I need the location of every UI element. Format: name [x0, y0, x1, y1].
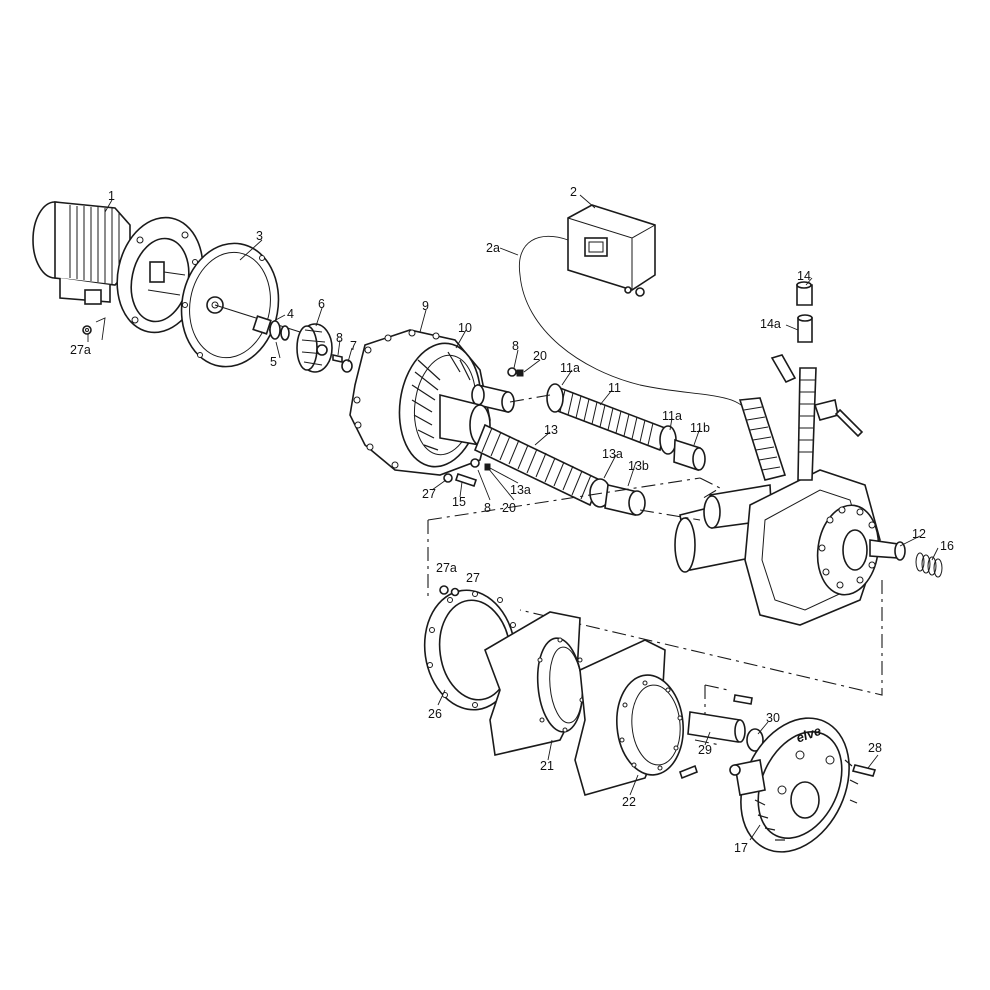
shaft-29: [687, 694, 764, 752]
label-9: 9: [422, 299, 429, 313]
label-27a-gasket: 27a: [436, 561, 457, 575]
label-29: 29: [698, 743, 712, 757]
shaft-parts: [214, 304, 301, 341]
label-11: 11: [608, 381, 621, 395]
axis-line-7: [704, 684, 729, 691]
label-21: 21: [540, 759, 554, 773]
label-2: 2: [570, 185, 577, 199]
insulation-plate: [484, 611, 585, 756]
screw-22: [679, 764, 698, 780]
label-30: 30: [766, 711, 780, 725]
label-12: 12: [912, 527, 926, 541]
label-13: 13: [544, 423, 558, 437]
label-15: 15: [452, 495, 466, 509]
label-13a-left: 13a: [510, 483, 531, 497]
motor: [32, 201, 131, 305]
label-1: 1: [108, 189, 115, 203]
label-28: 28: [868, 741, 882, 755]
flex-hose-upper: [546, 383, 706, 472]
label-27a-motor: 27a: [70, 343, 91, 357]
nozzle-fittings: [770, 281, 864, 481]
label-2a: 2a: [486, 241, 500, 255]
label-14: 14: [797, 269, 811, 283]
callout-labels: 1 2 2a 3 4 5 6 7 8 9 10 8 20 11a 11 11a …: [70, 185, 954, 855]
label-6: 6: [318, 297, 325, 311]
control-box: [567, 204, 656, 297]
label-11b: 11b: [690, 421, 710, 435]
label-5: 5: [270, 355, 277, 369]
axis-line-3: [699, 477, 722, 501]
nuts-27: [82, 325, 460, 597]
fan-wheel: [296, 323, 333, 373]
housing-screws: [443, 367, 524, 488]
label-20-upper: 20: [533, 349, 547, 363]
air-housing: [398, 342, 515, 468]
label-27-housing: 27: [422, 487, 436, 501]
axis-line-8: [694, 739, 721, 746]
label-4: 4: [287, 307, 294, 321]
label-14a: 14a: [760, 317, 781, 331]
label-13a-right: 13a: [602, 447, 623, 461]
label-13b: 13b: [628, 459, 649, 473]
label-11a-left: 11a: [560, 361, 580, 375]
screw-28: [851, 764, 877, 777]
label-27-gasket: 27: [466, 571, 480, 585]
label-20-lower: 20: [502, 501, 516, 515]
spring: [915, 552, 943, 578]
cable: [518, 235, 751, 421]
label-17: 17: [734, 841, 748, 855]
label-26: 26: [428, 707, 442, 721]
label-8-housing: 8: [512, 339, 519, 353]
leader-lines: [87, 194, 939, 841]
axis-line-5: [519, 580, 883, 696]
cable-conduit: [738, 397, 787, 481]
label-7: 7: [350, 339, 357, 353]
label-11a-right: 11a: [662, 409, 682, 423]
axis-line-2: [427, 477, 701, 521]
flex-hose-lower: [473, 423, 646, 516]
label-16: 16: [940, 539, 954, 553]
gasket-22: [574, 639, 684, 796]
label-22: 22: [622, 795, 636, 809]
axis-line-4: [639, 509, 701, 521]
label-8-lower: 8: [484, 501, 491, 515]
label-10: 10: [458, 321, 472, 335]
label-8-fan: 8: [336, 331, 343, 345]
gasket-plate: [423, 589, 518, 711]
burner-head: [674, 469, 906, 626]
front-flange: elve: [729, 717, 859, 853]
screw-and-nut: [332, 354, 353, 373]
label-3: 3: [256, 229, 263, 243]
